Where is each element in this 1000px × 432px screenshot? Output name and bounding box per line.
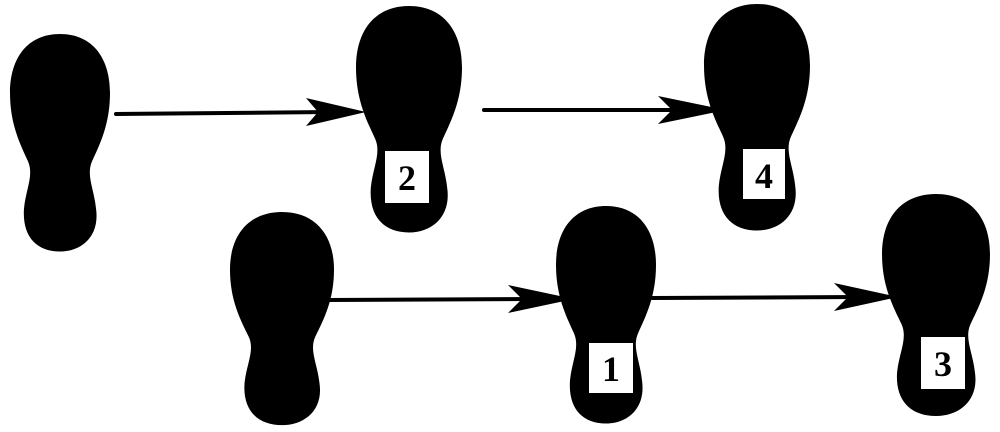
step-number-4: 4 [755, 156, 773, 196]
step-number-3: 3 [934, 344, 952, 384]
arrow-top-2 [482, 96, 726, 124]
step-marker-top-middle: 2 [383, 149, 431, 205]
step-marker-top-end: 4 [741, 147, 787, 201]
step-number-1: 1 [602, 349, 620, 389]
footprint-bottom-start [230, 212, 334, 426]
step-marker-bottom-middle: 1 [587, 341, 635, 395]
arrow-bottom-1 [326, 285, 574, 313]
step-number-2: 2 [398, 158, 416, 198]
arrow-top-1 [114, 98, 366, 126]
step-marker-bottom-end: 3 [919, 335, 967, 391]
arrow-bottom-2 [650, 283, 898, 311]
footprint-top-start [10, 34, 110, 252]
